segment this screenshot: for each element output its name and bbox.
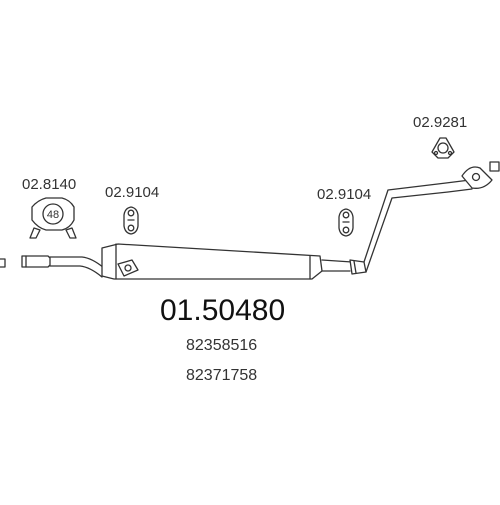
hanger-left: [123, 206, 139, 235]
hanger-right: [338, 208, 354, 237]
left-cut-marker: [0, 258, 6, 268]
right-cut-marker: [489, 161, 500, 172]
part-label-hanger-left: 02.9104: [105, 184, 160, 201]
middle-silencer: [101, 243, 323, 280]
gasket: [431, 137, 455, 159]
front-pipe: [21, 255, 105, 278]
rear-pipe: [321, 179, 473, 275]
oem-number-2: 82371758: [186, 367, 258, 384]
end-flange: [461, 166, 493, 189]
product-number: 01.50480: [160, 294, 286, 327]
silencer-hanger-bracket: [117, 259, 139, 277]
part-label-hanger-right: 02.9104: [317, 186, 372, 203]
oem-number-1: 82358516: [186, 337, 258, 354]
part-label-clamp: 02.8140: [22, 176, 77, 193]
part-label-gasket: 02.9281: [413, 114, 468, 131]
clamp-48: 48: [29, 197, 77, 239]
clamp-diameter-label: 48: [47, 209, 59, 221]
